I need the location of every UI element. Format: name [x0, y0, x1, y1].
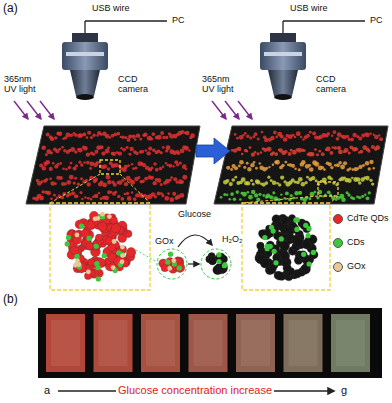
legend-swatch — [333, 262, 343, 272]
light-label: 365nm UV light — [202, 74, 242, 95]
legend-text: CDs — [347, 237, 365, 247]
enzyme-label: GOx — [153, 236, 176, 246]
legend-swatch — [333, 238, 343, 248]
computer-label: PC — [172, 15, 185, 25]
panel-label: (a) — [3, 2, 18, 16]
computer-label: PC — [370, 15, 383, 25]
camera-label: CCD camera — [118, 74, 158, 95]
legend-text: CdTe QDs — [347, 213, 389, 223]
sample-letter: a — [44, 384, 50, 397]
camera-label: CCD camera — [316, 74, 356, 95]
sample-letter: g — [341, 384, 347, 397]
wire-label: USB wire — [290, 3, 328, 13]
axis-label: Glucose concentration increase — [116, 384, 274, 397]
wire-label: USB wire — [92, 3, 130, 13]
legend-text: GOx — [347, 261, 366, 271]
legend-swatch — [333, 214, 343, 224]
reactant-label: Glucose — [176, 209, 213, 219]
product-label: H₂O₂ — [220, 234, 245, 244]
panel-label: (b) — [3, 293, 18, 307]
light-label: 365nm UV light — [4, 74, 44, 95]
